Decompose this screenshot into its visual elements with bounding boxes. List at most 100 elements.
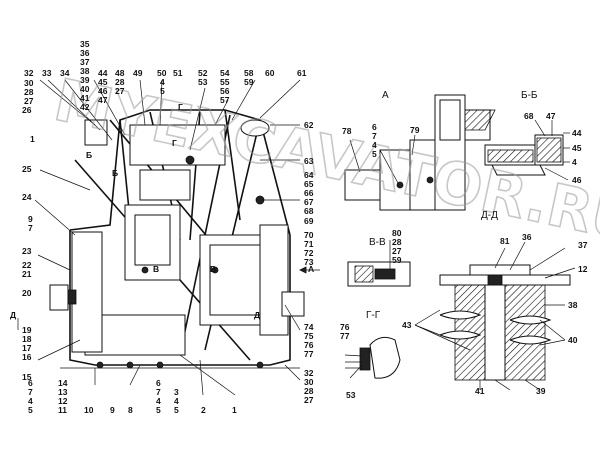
callout: 12 [578, 264, 588, 274]
callout: 40 [80, 84, 90, 94]
view-b-detail [484, 119, 570, 181]
callout: 76 [304, 340, 314, 350]
callout: 54 [220, 68, 230, 78]
callout: 5 [174, 405, 179, 415]
callout: 32 [24, 68, 34, 78]
callout: 19 [22, 325, 32, 335]
callout: 10 [84, 405, 94, 415]
section-letter: Д [10, 310, 16, 320]
callout: 48 [115, 68, 125, 78]
view-v-title: В-В [369, 237, 386, 248]
callout: 65 [304, 179, 314, 189]
callouts-view-a: 78 6 7 4 5 79 [342, 122, 420, 159]
callout: 60 [265, 68, 275, 78]
callout: 18 [22, 334, 32, 344]
section-letter: А [308, 264, 314, 274]
view-a-detail [344, 94, 496, 211]
callout: 41 [475, 386, 485, 396]
callout: 27 [392, 246, 402, 256]
callout: 28 [392, 237, 402, 247]
callout: 57 [220, 95, 230, 105]
callout: 30 [304, 377, 314, 387]
callout: 37 [578, 240, 588, 250]
callout: 6 [372, 122, 377, 132]
callout: 35 [80, 39, 90, 49]
leader-lines [34, 79, 301, 396]
callout: 69 [304, 216, 314, 226]
callout: 15 [22, 372, 32, 382]
section-letter: В [153, 264, 159, 274]
callout: 34 [60, 68, 70, 78]
view-d-detail [414, 241, 576, 391]
view-g-detail [344, 336, 401, 379]
callout: 70 [304, 230, 314, 240]
callout: 68 [304, 206, 314, 216]
callout: 78 [342, 126, 352, 136]
callout: 9 [28, 214, 33, 224]
callouts-left: 26 1 25 24 9 7 23 22 21 20 19 18 17 16 1… [22, 105, 35, 382]
callout: 5 [372, 149, 377, 159]
callout: 27 [115, 86, 125, 96]
callout: 9 [110, 405, 115, 415]
callout: 28 [304, 386, 314, 396]
callout: 43 [402, 320, 412, 330]
view-a-title: А [382, 90, 389, 101]
callout: 80 [392, 228, 402, 238]
callout: 77 [304, 349, 314, 359]
callout: 28 [115, 77, 125, 87]
callout: 5 [160, 86, 165, 96]
callout: 7 [156, 387, 161, 397]
callout: 46 [572, 175, 582, 185]
callout: 28 [24, 87, 34, 97]
callout: 79 [410, 125, 420, 135]
callout: 77 [340, 331, 350, 341]
callout: 37 [80, 57, 90, 67]
callout: 12 [58, 396, 68, 406]
callout: 4 [160, 77, 165, 87]
callouts-bottom: 6 7 4 5 14 13 12 11 10 9 8 6 7 4 5 3 4 5… [28, 378, 237, 415]
callout: 11 [58, 405, 67, 415]
callout: 8 [128, 405, 133, 415]
section-letter: Б [112, 168, 118, 178]
callout: 21 [22, 269, 32, 279]
callout: 62 [304, 120, 314, 130]
callout: 47 [546, 111, 556, 121]
callout: 51 [173, 68, 183, 78]
callout: 38 [568, 300, 578, 310]
callout: 81 [500, 236, 510, 246]
callout: 47 [98, 95, 108, 105]
callouts-view-b: 68 47 44 45 4 46 [524, 111, 582, 185]
callout: 38 [80, 66, 90, 76]
callout: 39 [536, 386, 546, 396]
callout: 27 [24, 96, 34, 106]
section-letter: Г [172, 138, 177, 148]
callout: 4 [156, 396, 161, 406]
callout: 4 [174, 396, 179, 406]
callout: 42 [80, 102, 90, 112]
callout: 32 [304, 368, 314, 378]
callout: 71 [304, 239, 314, 249]
callout: 59 [392, 255, 402, 265]
callout: 74 [304, 322, 314, 332]
callout: 33 [42, 68, 52, 78]
callout: 24 [22, 192, 32, 202]
callout: 4 [372, 140, 377, 150]
callout: 13 [58, 387, 68, 397]
callout: 30 [24, 78, 34, 88]
callout: 68 [524, 111, 534, 121]
callout: 36 [522, 232, 532, 242]
callout: 45 [98, 77, 108, 87]
callout: 52 [198, 68, 208, 78]
section-letter: Д [254, 310, 260, 320]
callout: 6 [28, 378, 33, 388]
callout: 66 [304, 188, 314, 198]
callout: 55 [220, 77, 230, 87]
callout: 7 [28, 387, 33, 397]
callout: 4 [572, 157, 577, 167]
section-letter: Б [86, 150, 92, 160]
view-g-title: Г-Г [366, 310, 381, 321]
callout: 44 [98, 68, 108, 78]
callout: 16 [22, 352, 32, 362]
callout: 44 [572, 128, 582, 138]
